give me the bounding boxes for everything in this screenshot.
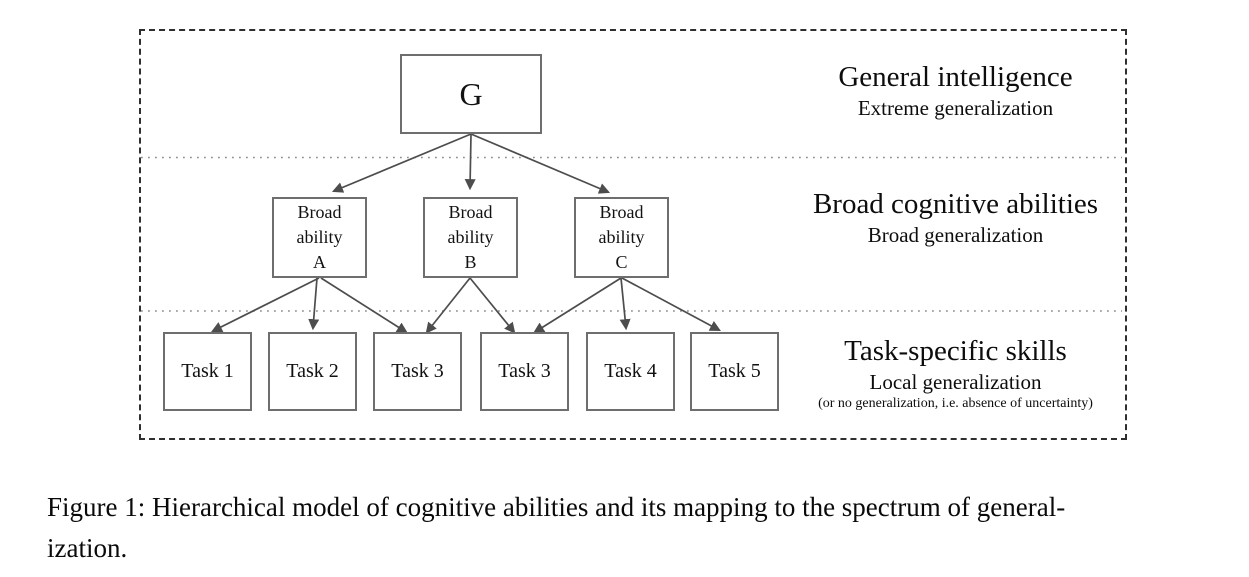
figure-caption: Figure 1: Hierarchical model of cognitiv… bbox=[47, 487, 1227, 569]
edge-G-B bbox=[464, 133, 476, 191]
figure-caption-line-2: ization. bbox=[47, 533, 128, 563]
node-label-line: ability bbox=[296, 227, 343, 247]
level-note: (or no generalization, i.e. absence of u… bbox=[818, 396, 1093, 411]
node-label-line: Broad bbox=[599, 202, 644, 222]
figure-dashed-border bbox=[139, 29, 1127, 440]
edge-G-C bbox=[470, 133, 611, 194]
node-task-4: Task 4 bbox=[586, 332, 675, 411]
level-label-task-specific-skills: Task-specific skills Local generalizatio… bbox=[793, 336, 1118, 412]
node-broad-ability-c: Broad ability C bbox=[574, 197, 669, 278]
node-label-line: Broad bbox=[297, 202, 342, 222]
figure-caption-line-1: Figure 1: Hierarchical model of cognitiv… bbox=[47, 492, 1066, 522]
edge-B-T3a bbox=[425, 277, 471, 334]
edge-C-T5 bbox=[621, 277, 721, 332]
node-label-line: ability bbox=[447, 227, 494, 247]
level-subtitle: Local generalization bbox=[869, 370, 1042, 394]
node-task-3b: Task 3 bbox=[480, 332, 569, 411]
level-title: Broad cognitive abilities bbox=[812, 188, 1099, 220]
node-broad-ability-b: Broad ability B bbox=[423, 197, 518, 278]
level-subtitle: Broad generalization bbox=[867, 223, 1044, 247]
edge-C-T4 bbox=[619, 277, 631, 331]
node-general-intelligence: G bbox=[400, 54, 542, 134]
node-label-line: A bbox=[313, 252, 326, 272]
edge-A-T2 bbox=[308, 277, 320, 331]
level-title: Task-specific skills bbox=[844, 335, 1067, 367]
node-label-line: C bbox=[615, 252, 628, 272]
node-task-3a: Task 3 bbox=[373, 332, 462, 411]
edge-A-T3a bbox=[320, 277, 408, 334]
level-subtitle: Extreme generalization bbox=[857, 96, 1054, 120]
node-label-line: Broad bbox=[448, 202, 493, 222]
node-task-1: Task 1 bbox=[163, 332, 252, 411]
node-label-line: ability bbox=[598, 227, 645, 247]
edge-C-T3b bbox=[533, 277, 622, 334]
node-task-5: Task 5 bbox=[690, 332, 779, 411]
level-label-broad-cognitive-abilities: Broad cognitive abilities Broad generali… bbox=[793, 188, 1118, 248]
edge-G-A bbox=[331, 133, 472, 193]
edge-B-T3b bbox=[469, 277, 516, 334]
edge-A-T1 bbox=[211, 277, 320, 332]
node-task-2: Task 2 bbox=[268, 332, 357, 411]
node-label-line: B bbox=[464, 252, 477, 272]
node-broad-ability-a: Broad ability A bbox=[272, 197, 367, 278]
level-label-general-intelligence: General intelligence Extreme generalizat… bbox=[793, 61, 1118, 121]
level-title: General intelligence bbox=[838, 61, 1073, 93]
